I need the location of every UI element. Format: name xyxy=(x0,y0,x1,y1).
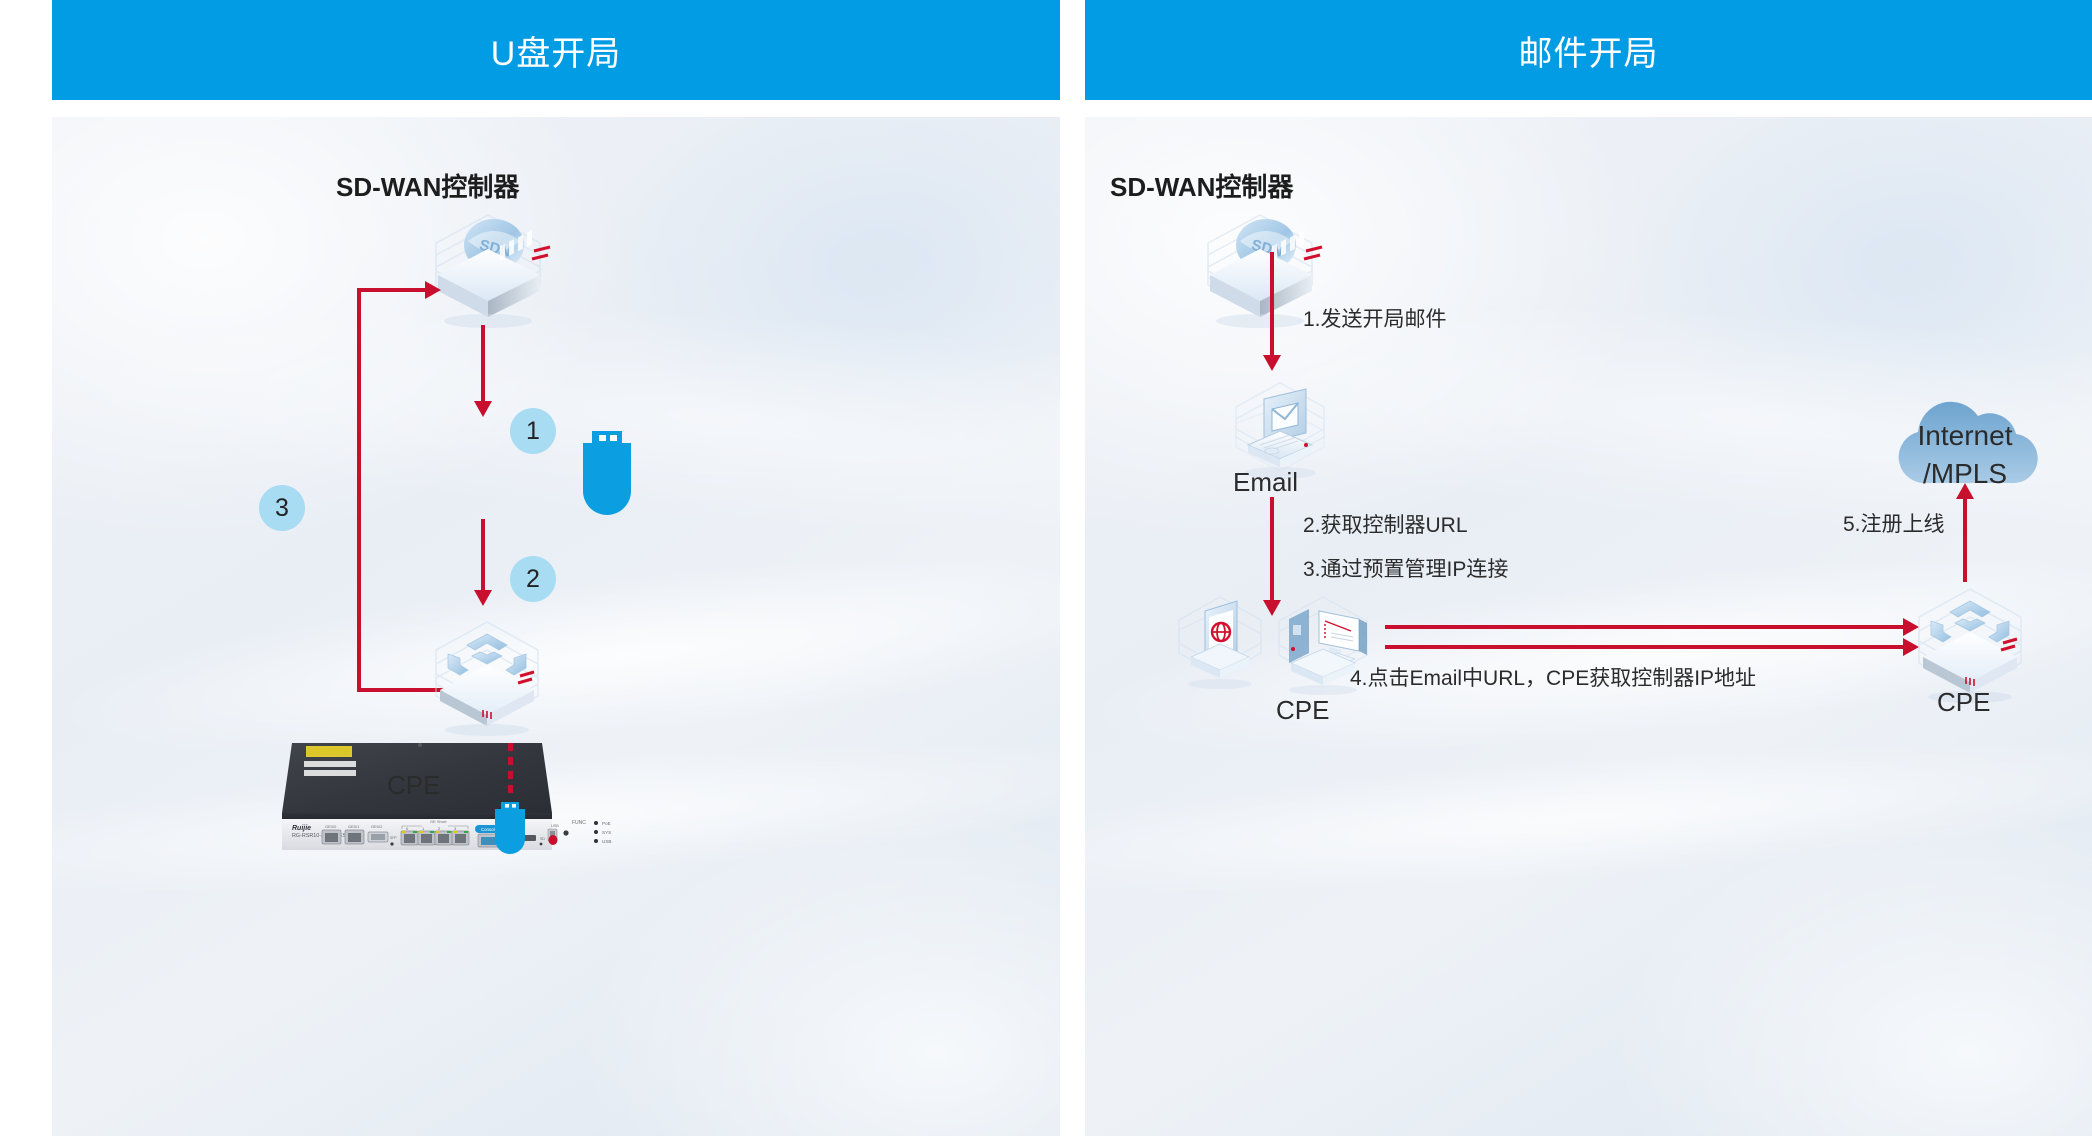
router-icon-right xyxy=(1895,579,2045,704)
svg-text:RG-RSR10-X SERIES: RG-RSR10-X SERIES xyxy=(292,833,346,839)
usb-flash-drive-small-icon xyxy=(490,799,530,855)
arrow-step4-lower xyxy=(1385,645,1905,649)
panel-body-email: SD-WAN控制器 xyxy=(1085,117,2092,1136)
step1-arrow-shaft xyxy=(1270,252,1274,357)
cpe-caption-left: CPE xyxy=(387,770,441,800)
cloud-label-line1: Internet xyxy=(1917,420,2013,451)
arrow-controller-to-usb-head xyxy=(474,401,492,417)
step-1-text: 1.发送开局邮件 xyxy=(1303,308,1447,331)
arrow-usb-to-router xyxy=(481,519,485,592)
cloud-icon xyxy=(1870,395,2060,500)
svg-text:Console: Console xyxy=(481,827,498,832)
cpe-caption-right-left: CPE xyxy=(1276,695,1330,725)
svg-text:GE Short: GE Short xyxy=(430,819,447,824)
step-badge-2: 2 xyxy=(510,556,556,602)
svg-text:PoE: PoE xyxy=(602,821,611,826)
svg-text:SYS: SYS xyxy=(602,830,611,835)
arrow-cpe-to-cloud xyxy=(1963,497,1967,582)
arrow-router-to-controller-head xyxy=(425,281,441,299)
svg-text:Ruijie: Ruijie xyxy=(292,825,311,832)
laptop-email-icon xyxy=(1220,375,1340,485)
arrow-step4-lower-head xyxy=(1903,638,1919,656)
svg-text:GE0/1: GE0/1 xyxy=(348,824,360,829)
arrow-cpe-to-cloud-head xyxy=(1956,483,1974,499)
panel-header-usb: U盘开局 xyxy=(52,0,1060,100)
svg-text:GE0/0: GE0/0 xyxy=(325,824,337,829)
panel-usb-deployment: U盘开局 SD-WAN控制器 xyxy=(52,0,1060,1136)
arrow-email-to-cpe xyxy=(1270,497,1274,602)
usb-flash-drive-icon xyxy=(575,427,639,517)
step-5-text: 5.注册上线 xyxy=(1843,513,1945,536)
arrow-router-to-controller-vertical xyxy=(357,288,361,692)
arrow-email-to-cpe-head xyxy=(1263,600,1281,616)
svg-text:2: 2 xyxy=(438,826,441,831)
arrow-controller-to-usb xyxy=(481,325,485,403)
svg-text:SFP: SFP xyxy=(390,836,397,840)
svg-text:USB: USB xyxy=(551,824,559,828)
cpe-hardware-right-indicators: FUNC PoE SYS USB xyxy=(552,817,642,862)
background-glow xyxy=(576,117,1060,476)
sdwan-controller-label-right: SD-WAN控制器 xyxy=(1110,172,1294,202)
arrow-step4-upper xyxy=(1385,625,1905,629)
cpe-hardware-image: Ruijie RG-RSR10-X SERIES GE0/0 GE0/1 GE0… xyxy=(270,727,560,862)
arrow-router-to-controller-top xyxy=(357,288,427,292)
panel-email-deployment: 邮件开局 SD-WAN控制器 xyxy=(1085,0,2092,1136)
svg-text:SD: SD xyxy=(540,837,545,841)
step-2-text: 2.获取控制器URL xyxy=(1303,514,1468,537)
svg-text:1: 1 xyxy=(422,826,425,831)
cpe-caption-right-far: CPE xyxy=(1937,687,1991,717)
desktop-monitor-icon xyxy=(1263,589,1383,704)
sdn-controller-icon-right: SDN xyxy=(1180,197,1340,328)
sdn-controller-icon: SDN xyxy=(408,197,568,328)
step-badge-1: 1 xyxy=(510,408,556,454)
email-caption: Email xyxy=(1233,467,1299,497)
arrow-router-to-controller-bottom xyxy=(357,688,452,692)
svg-text:3: 3 xyxy=(454,826,457,831)
svg-text:FUNC: FUNC xyxy=(572,820,586,826)
panel-title-usb: U盘开局 xyxy=(490,34,622,73)
step-badge-3: 3 xyxy=(259,485,305,531)
step-3-text: 3.通过预置管理IP连接 xyxy=(1303,558,1509,581)
step-4-text: 4.点击Email中URL，CPE获取控制器IP地址 xyxy=(1350,667,1757,690)
cloud-label-line2: /MPLS xyxy=(1922,458,2008,489)
cloud-label: Internet /MPLS xyxy=(1870,417,2060,493)
arrow-step4-upper-head xyxy=(1903,618,1919,636)
usb-insert-dashed-line xyxy=(508,743,513,799)
router-icon xyxy=(412,612,562,737)
background-streak-low-right xyxy=(1085,703,2092,925)
svg-text:USB: USB xyxy=(602,839,611,844)
panel-body-usb: SD-WAN控制器 xyxy=(52,117,1060,1136)
panel-title-email: 邮件开局 xyxy=(1518,34,1659,73)
sdwan-controller-label-left: SD-WAN控制器 xyxy=(336,172,520,202)
arrow-usb-to-router-head xyxy=(474,590,492,606)
svg-text:0: 0 xyxy=(406,826,409,831)
panel-header-email: 邮件开局 xyxy=(1085,0,2092,100)
smartphone-globe-icon xyxy=(1165,589,1275,699)
step1-arrow-head xyxy=(1263,355,1281,371)
svg-text:GE0/2: GE0/2 xyxy=(371,824,383,829)
